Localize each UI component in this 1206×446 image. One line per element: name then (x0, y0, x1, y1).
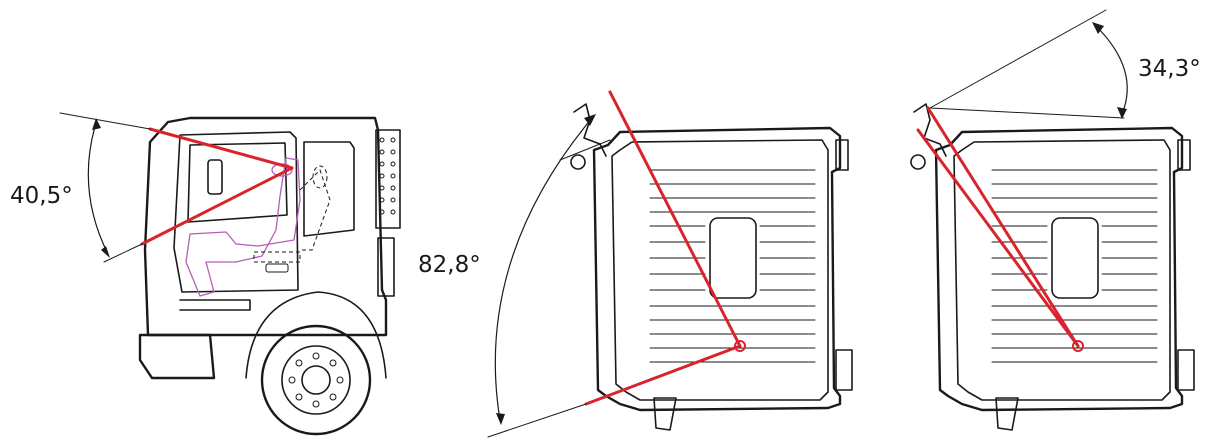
sight-line-mirror-right-b (916, 128, 1080, 348)
mirror-head-mid (570, 154, 586, 170)
truck-side-view (59, 112, 401, 436)
rear-light-top-right (1177, 139, 1191, 171)
truck-top-view-right-mirror (910, 9, 1195, 431)
interior-dashed-2 (312, 165, 328, 189)
roof-outline-right (934, 126, 1184, 412)
wheel-arch (245, 291, 387, 379)
rear-window (303, 141, 355, 237)
wheel-nuts (288, 352, 344, 408)
arc-arrow-bottom (101, 246, 110, 258)
driver-seat (185, 157, 301, 297)
sunroof-mid (709, 217, 757, 299)
arc-arrow-bottom-right (1117, 107, 1127, 119)
grille-holes (379, 137, 396, 215)
arc-arrow-top-right (1092, 22, 1104, 34)
side-angle-label: 40,5° (10, 183, 73, 209)
angle-arc-mid (494, 117, 593, 421)
angle-arc-side (87, 122, 109, 255)
roof-outline-mid (592, 126, 842, 412)
roof-inner-right (953, 139, 1171, 401)
air-intake (377, 237, 395, 297)
sight-line-back-mid (584, 344, 742, 406)
rear-light-bottom-mid (835, 349, 853, 391)
door-handle (265, 263, 289, 273)
arc-arrow-bottom-mid (496, 413, 505, 425)
dim-ext-right-top (929, 9, 1107, 109)
sight-line-upper (148, 127, 294, 170)
mirror-head-right (910, 154, 926, 170)
front-bumper (138, 333, 216, 380)
interior-dashed-3 (253, 251, 301, 263)
arc-arrow-top-mid (584, 114, 596, 126)
sunroof-right (1051, 217, 1099, 299)
roof-ribs-right (991, 169, 1158, 363)
sight-line-lower (140, 166, 294, 246)
mirror-bracket-right (913, 103, 947, 157)
side-mirror (207, 159, 223, 195)
driver-eye-point-right (1072, 340, 1084, 352)
dim-ext-right-bottom (929, 107, 1125, 119)
truck-top-view-left-mirror (487, 90, 853, 438)
sight-line-mirror-mid (608, 90, 742, 348)
dim-ext-upper (59, 112, 151, 130)
mid-angle-label: 82,8° (418, 252, 481, 278)
interior-dashed-1 (299, 169, 331, 251)
driver-eye-point-mid (734, 340, 746, 352)
arc-arrow-top (92, 118, 101, 130)
front-step-right (995, 397, 1019, 431)
front-wheel (260, 324, 372, 436)
dim-ext-back-mid (487, 403, 587, 438)
front-step-mid (653, 397, 677, 431)
rear-grille (375, 129, 401, 229)
cab-outline (143, 116, 388, 337)
dim-ext-mirror-mid (559, 139, 611, 161)
door-frame (173, 131, 299, 293)
cab-step (179, 299, 251, 311)
roof-inner-mid (611, 139, 829, 401)
mirror-bracket-mid (573, 103, 607, 157)
wheel-rim (281, 345, 351, 415)
wheel-hub (301, 365, 331, 395)
rear-light-bottom-right (1177, 349, 1195, 391)
side-window (187, 142, 288, 223)
sight-line-mirror-right-a (926, 106, 1080, 348)
dim-ext-lower (103, 243, 143, 263)
angle-arc-right (1095, 25, 1128, 115)
rear-light-top-mid (835, 139, 849, 171)
right-angle-label: 34,3° (1138, 56, 1201, 82)
